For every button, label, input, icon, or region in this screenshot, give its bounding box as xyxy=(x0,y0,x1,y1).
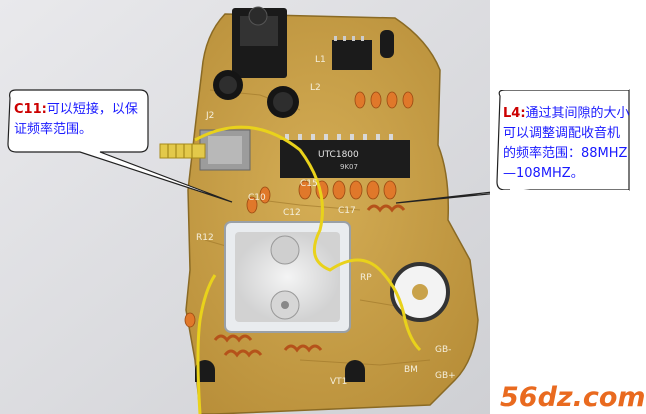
label-rp: RP xyxy=(360,273,372,283)
pcb-photo: UTC1800 9K07 xyxy=(0,0,630,414)
main-ic: UTC1800 9K07 xyxy=(280,134,410,178)
silkscreen-labels: L1 L2 J2 C10 C12 C15 C17 R12 VT1 RP GB- … xyxy=(196,55,456,387)
callout-left-bubble xyxy=(7,89,233,203)
electrolytic-capacitor xyxy=(213,30,394,118)
label-l2: L2 xyxy=(310,83,321,93)
label-j2: J2 xyxy=(205,111,214,121)
label-c15: C15 xyxy=(300,179,318,189)
callout-left-label: C11: xyxy=(14,102,47,117)
page-margin xyxy=(490,190,629,414)
small-ic xyxy=(332,36,372,70)
callout-right-label: L4: xyxy=(503,106,526,121)
coil xyxy=(213,204,406,358)
antenna-spring xyxy=(159,143,206,159)
label-r12: R12 xyxy=(196,233,214,243)
transistor xyxy=(195,360,365,382)
site-watermark: 56dz.com xyxy=(500,382,646,413)
callout-right-body: 通过其间隙的大小可以调整调配收音机的频率范围：88MHZ—108MHZ。 xyxy=(503,106,630,181)
headphone-jack xyxy=(232,6,287,78)
callout-left-text: C11:可以短接，以保证频率范围。 xyxy=(14,100,139,140)
callout-right-text: L4:通过其间隙的大小可以调整调配收音机的频率范围：88MHZ—108MHZ。 xyxy=(503,104,631,184)
label-c10: C10 xyxy=(248,193,266,203)
chip-code: 9K07 xyxy=(340,163,358,171)
callout-right-bubble xyxy=(395,89,630,204)
label-vt1: VT1 xyxy=(330,377,347,387)
page-margin xyxy=(490,0,629,90)
volume-potentiometer xyxy=(199,129,251,171)
label-gb-plus: GB+ xyxy=(435,371,456,381)
label-c12: C12 xyxy=(283,208,301,218)
label-l1: L1 xyxy=(315,55,326,65)
callout-left-body: 可以短接，以保证频率范围。 xyxy=(14,102,138,137)
yellow-wire xyxy=(194,125,422,414)
label-gb-minus: GB- xyxy=(435,345,451,355)
label-bm: BM xyxy=(404,365,418,375)
round-button xyxy=(390,262,450,322)
tuning-capacitor xyxy=(224,221,351,333)
label-c17: C17 xyxy=(338,206,356,216)
chip-label: UTC1800 xyxy=(318,150,359,160)
